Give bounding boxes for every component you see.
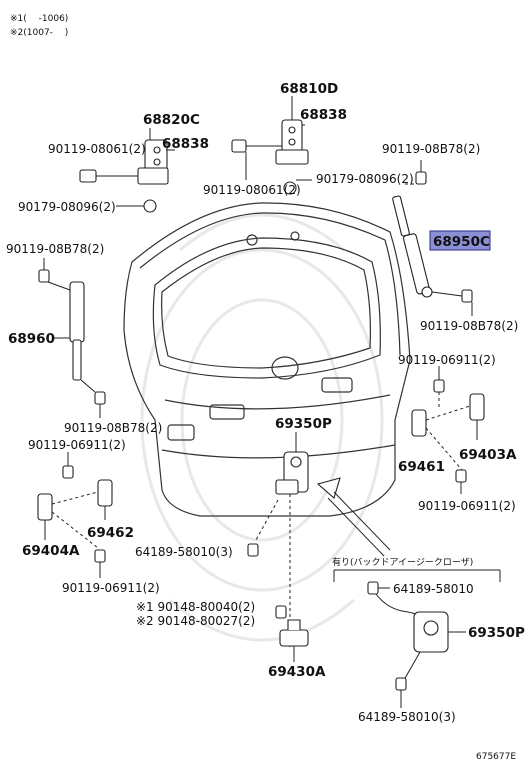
label-90148-80040[interactable]: ※1 90148-80040(2) bbox=[136, 600, 255, 614]
screw-90148 bbox=[275, 605, 287, 619]
label-90179-08096-left[interactable]: 90179-08096(2) bbox=[18, 200, 116, 214]
note-1: ※1( -1006) bbox=[10, 14, 68, 24]
latch-69350p-top bbox=[275, 451, 309, 495]
label-90119-08061-left[interactable]: 90119-08061(2) bbox=[48, 142, 146, 156]
pointer-arrow bbox=[316, 477, 391, 557]
label-68838-left[interactable]: 68838 bbox=[162, 136, 209, 152]
figure-code: 675677E bbox=[476, 752, 516, 762]
label-90119-06911-lb[interactable]: 90119-06911(2) bbox=[62, 581, 160, 595]
strut-68950c bbox=[392, 171, 473, 303]
label-68950c[interactable]: 68950C bbox=[433, 234, 490, 250]
label-68838-top[interactable]: 68838 bbox=[300, 107, 347, 123]
bolt-64189-58010-left bbox=[247, 543, 259, 557]
label-90119-08b78-r[interactable]: 90119-08B78(2) bbox=[420, 319, 518, 333]
cushion-69404a bbox=[37, 465, 113, 563]
label-69350p-r[interactable]: 69350P bbox=[468, 625, 525, 641]
label-90119-08b78-tl[interactable]: 90119-08B78(2) bbox=[6, 242, 104, 256]
label-90148-80027[interactable]: ※2 90148-80027(2) bbox=[136, 614, 255, 628]
label-90119-08b78-tr[interactable]: 90119-08B78(2) bbox=[382, 142, 480, 156]
label-90119-08b78-l[interactable]: 90119-08B78(2) bbox=[64, 421, 162, 435]
label-69430a[interactable]: 69430A bbox=[268, 664, 326, 680]
label-90119-06911-l[interactable]: 90119-06911(2) bbox=[28, 438, 126, 452]
note-2: ※2(1007- ) bbox=[10, 28, 68, 38]
label-64189-58010-l[interactable]: 64189-58010(3) bbox=[135, 545, 233, 559]
label-68960[interactable]: 68960 bbox=[8, 331, 55, 347]
label-69403a[interactable]: 69403A bbox=[459, 447, 517, 463]
striker-69430a bbox=[279, 619, 309, 647]
label-68820c[interactable]: 68820C bbox=[143, 112, 200, 128]
label-69462[interactable]: 69462 bbox=[87, 525, 134, 541]
highlight-68950c bbox=[429, 230, 491, 251]
label-64189-58010-b[interactable]: 64189-58010(3) bbox=[358, 710, 456, 724]
strut-68960 bbox=[38, 269, 106, 405]
label-69350p-top[interactable]: 69350P bbox=[275, 416, 332, 432]
hinge-68820c bbox=[79, 139, 169, 213]
label-68810d[interactable]: 68810D bbox=[280, 81, 338, 97]
closer-69350p bbox=[367, 581, 449, 691]
label-64189-58010-r[interactable]: 64189-58010 bbox=[393, 582, 474, 596]
back-door-panel bbox=[123, 202, 411, 517]
hinge-68810d bbox=[231, 119, 309, 195]
label-90179-08096-mid[interactable]: 90179-08096(2) bbox=[316, 172, 414, 186]
label-90119-06911-rb[interactable]: 90119-06911(2) bbox=[418, 499, 516, 513]
label-90119-08061-mid[interactable]: 90119-08061(2) bbox=[203, 183, 301, 197]
watermark-emblem bbox=[140, 213, 384, 642]
label-closer-option: 有り(バックドアイージークローザ) bbox=[332, 556, 473, 568]
label-90119-06911-r[interactable]: 90119-06911(2) bbox=[398, 353, 496, 367]
label-69461[interactable]: 69461 bbox=[398, 459, 445, 475]
label-69404a[interactable]: 69404A bbox=[22, 543, 80, 559]
closer-bracket bbox=[333, 569, 501, 582]
